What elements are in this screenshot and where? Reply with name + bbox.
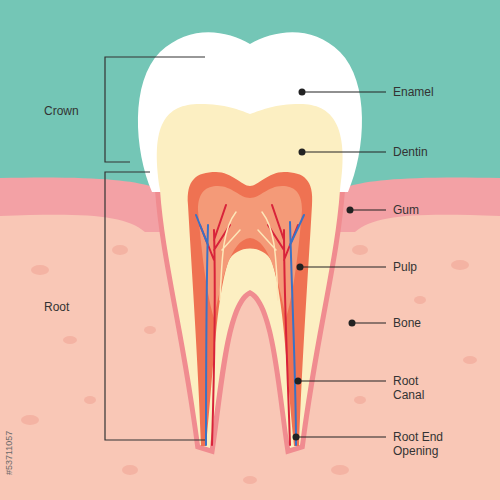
part-label: Root (44, 300, 104, 314)
part-label: Pulp (393, 260, 493, 274)
part-label: Crown (44, 104, 104, 118)
part-label: Bone (393, 316, 493, 330)
bracket (105, 57, 205, 440)
part-label: Gum (393, 203, 493, 217)
watermark: #53711057 (2, 431, 16, 475)
vessels (196, 205, 304, 445)
leader-dot (293, 89, 356, 441)
part-label: Dentin (393, 145, 493, 159)
dentin (157, 104, 343, 448)
gum (0, 177, 500, 500)
part-label: Root End Opening (393, 430, 453, 458)
part-label: Enamel (393, 85, 493, 99)
pulp (188, 172, 313, 446)
leader-line (296, 92, 386, 437)
part-label: Root Canal (393, 374, 441, 402)
